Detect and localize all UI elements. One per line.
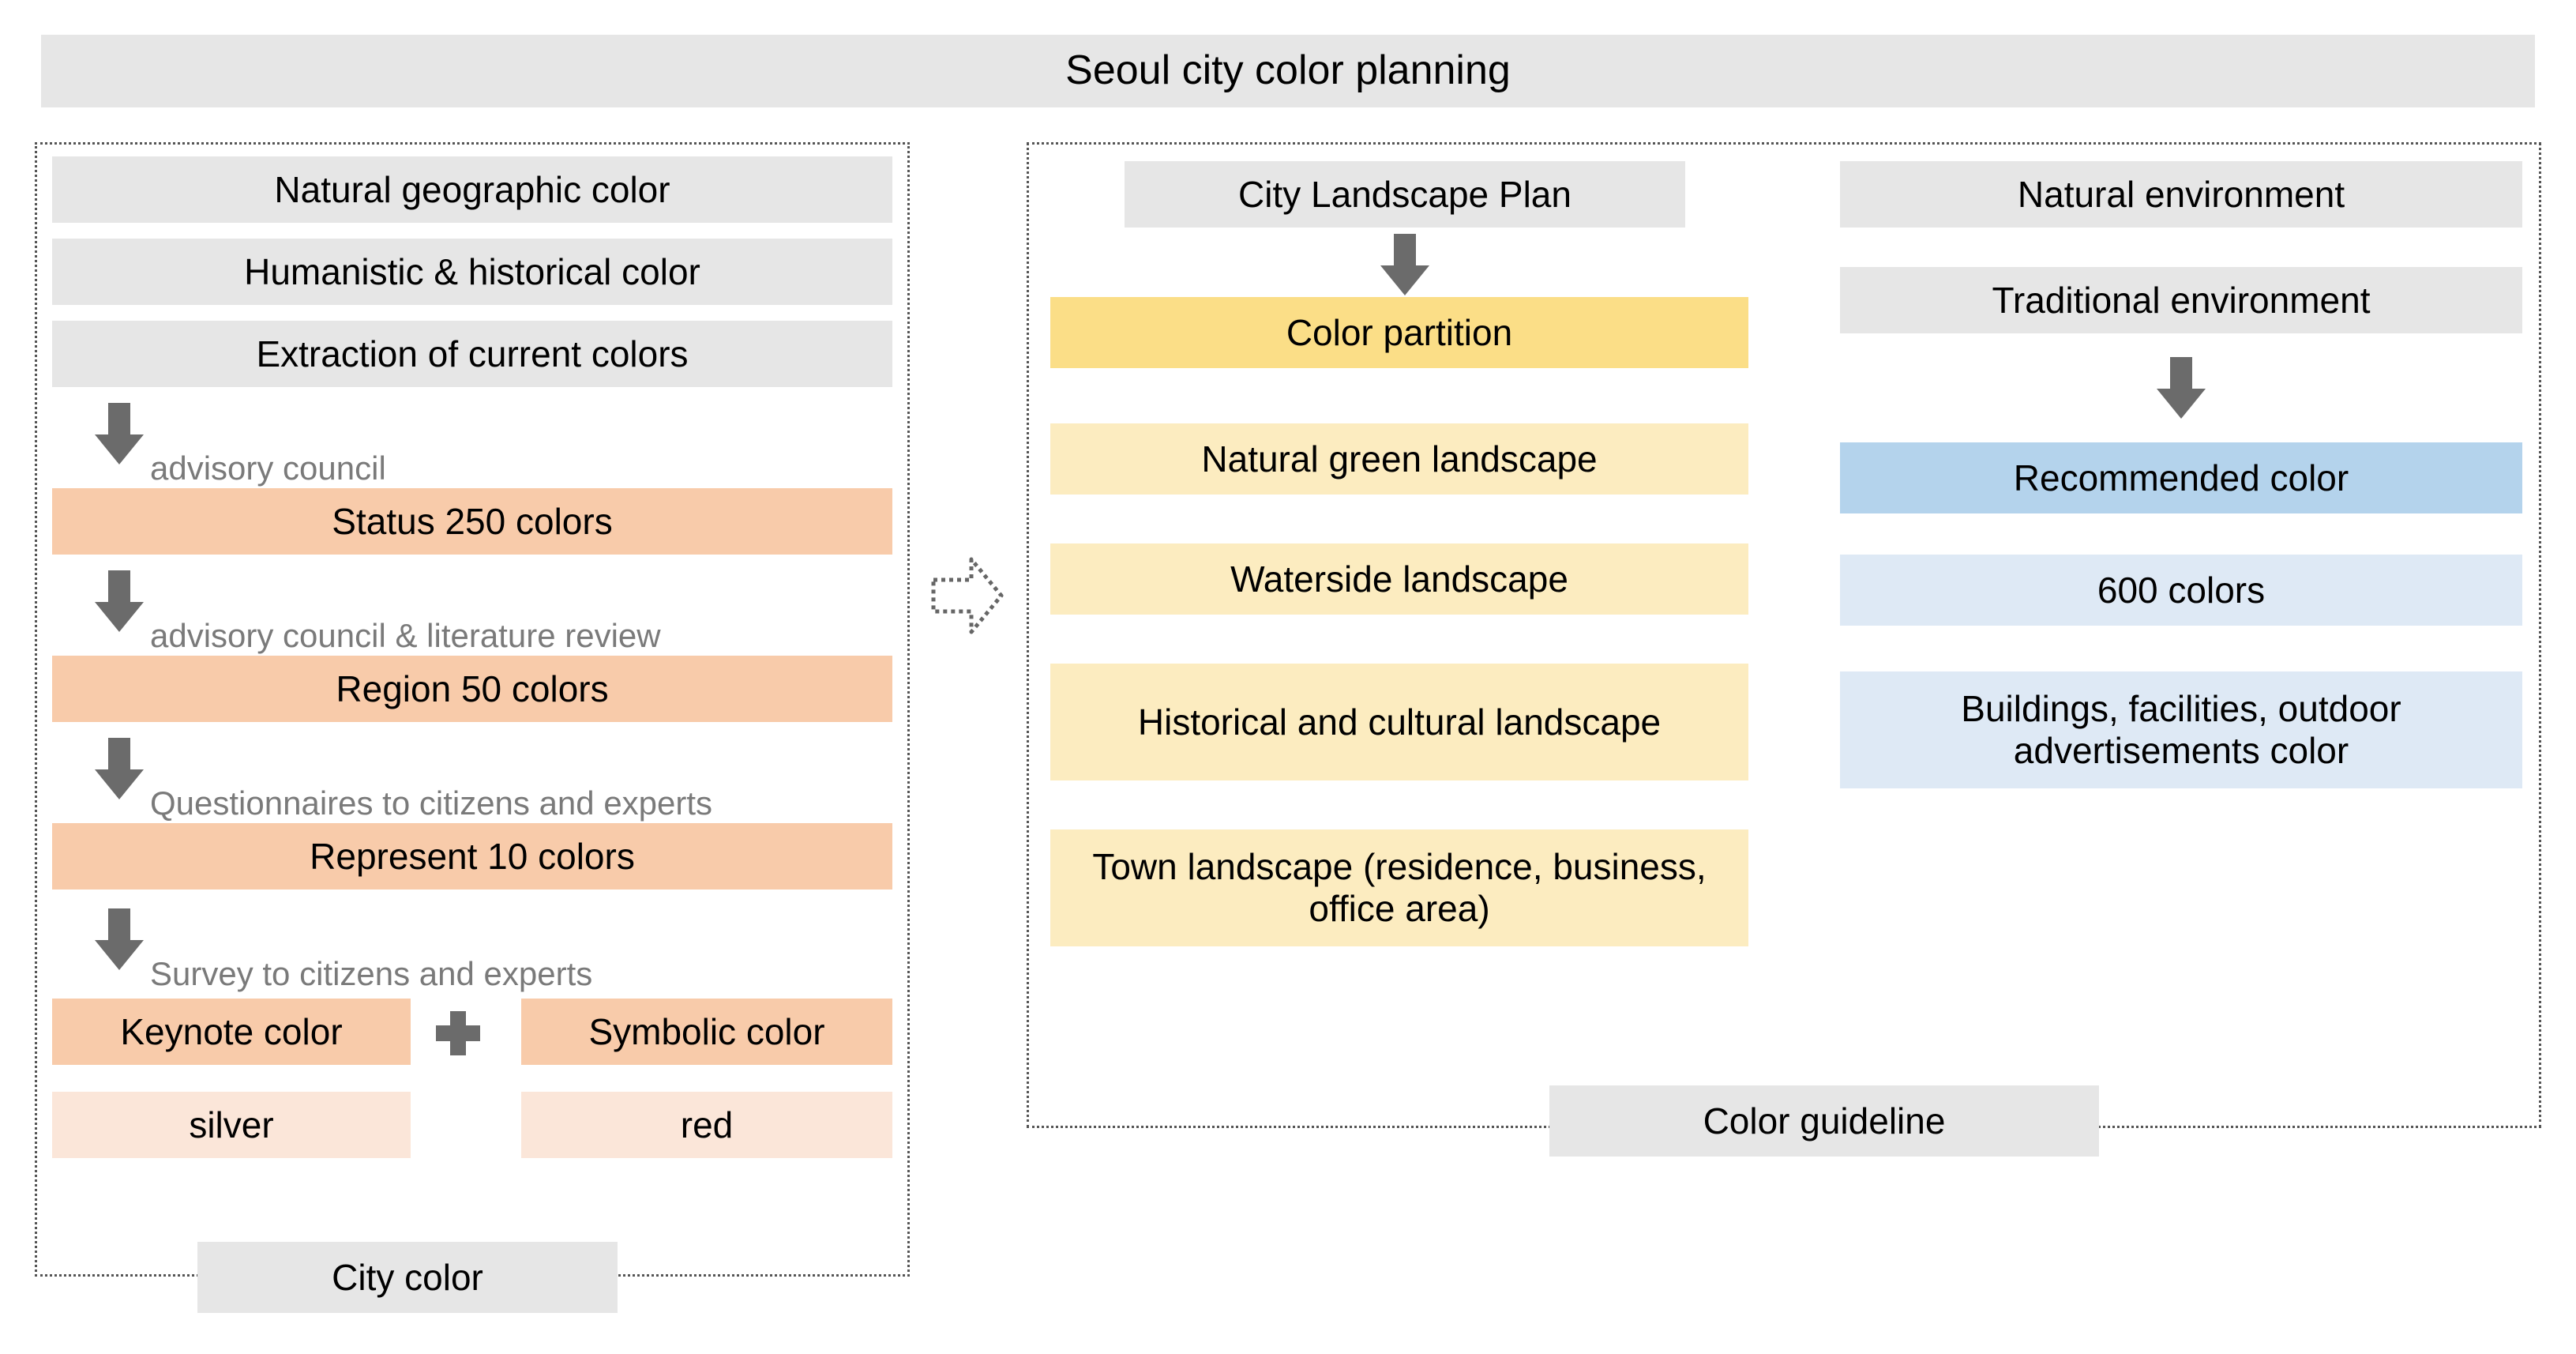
step-label-advisory-council: advisory council xyxy=(150,449,386,487)
arrow-down-icon xyxy=(1380,234,1429,295)
result-box-region-50-colors: Region 50 colors xyxy=(52,656,892,722)
input-box-extraction-current-colors: Extraction of current colors xyxy=(52,321,892,387)
keynote-color-heading: Keynote color xyxy=(52,999,411,1065)
arrow-down-icon xyxy=(95,738,144,799)
step-label-survey-citizens-experts: Survey to citizens and experts xyxy=(150,955,593,992)
box-natural-environment: Natural environment xyxy=(1840,161,2522,228)
box-buildings-facilities-advertisements: Buildings, facilities, outdoor advertise… xyxy=(1840,671,2522,788)
box-recommended-color: Recommended color xyxy=(1840,442,2522,513)
step-label-questionnaires-citizens-experts: Questionnaires to citizens and experts xyxy=(150,784,713,822)
result-box-status-250-colors: Status 250 colors xyxy=(52,488,892,555)
box-600-colors: 600 colors xyxy=(1840,555,2522,626)
box-waterside-landscape: Waterside landscape xyxy=(1050,543,1748,615)
step-label-advisory-council-literature-review: advisory council & literature review xyxy=(150,617,661,654)
plus-icon xyxy=(436,1011,480,1055)
middle-header-city-landscape-plan: City Landscape Plan xyxy=(1125,161,1685,228)
page-title: Seoul city color planning xyxy=(41,35,2535,107)
arrow-down-icon xyxy=(95,403,144,464)
arrow-down-icon xyxy=(2157,357,2206,419)
flow-arrow-right-icon xyxy=(930,555,1004,637)
box-town-landscape: Town landscape (residence, business, off… xyxy=(1050,829,1748,946)
symbolic-color-value: red xyxy=(521,1092,892,1158)
symbolic-color-heading: Symbolic color xyxy=(521,999,892,1065)
box-color-partition: Color partition xyxy=(1050,297,1748,368)
arrow-down-icon xyxy=(95,570,144,632)
box-historical-cultural-landscape: Historical and cultural landscape xyxy=(1050,664,1748,780)
result-box-represent-10-colors: Represent 10 colors xyxy=(52,823,892,890)
box-traditional-environment: Traditional environment xyxy=(1840,267,2522,333)
outcome-box-color-guideline: Color guideline xyxy=(1549,1085,2099,1157)
input-box-natural-geographic-color: Natural geographic color xyxy=(52,156,892,223)
arrow-down-icon xyxy=(95,908,144,970)
keynote-color-value: silver xyxy=(52,1092,411,1158)
input-box-humanistic-historical-color: Humanistic & historical color xyxy=(52,239,892,305)
box-natural-green-landscape: Natural green landscape xyxy=(1050,423,1748,495)
outcome-box-city-color: City color xyxy=(197,1242,618,1313)
